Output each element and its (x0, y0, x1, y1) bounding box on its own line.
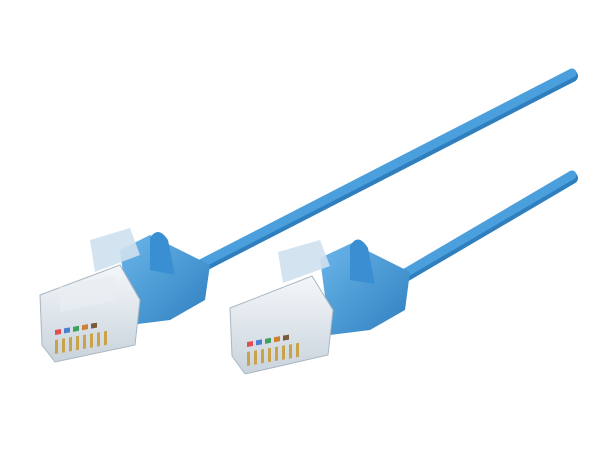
boot (120, 235, 210, 325)
pins (55, 330, 107, 354)
latch-guard (350, 239, 375, 284)
cable-lower (384, 170, 578, 291)
cable-upper (179, 68, 578, 281)
pins (247, 342, 299, 366)
wires (247, 334, 289, 347)
clear-body (229, 275, 334, 375)
connector-left (39, 228, 210, 363)
latch-guard (150, 231, 175, 275)
boot (320, 243, 410, 335)
connector-right (229, 239, 410, 375)
latch-clip (90, 228, 140, 272)
wires (55, 322, 97, 335)
latch-clip (278, 240, 330, 283)
